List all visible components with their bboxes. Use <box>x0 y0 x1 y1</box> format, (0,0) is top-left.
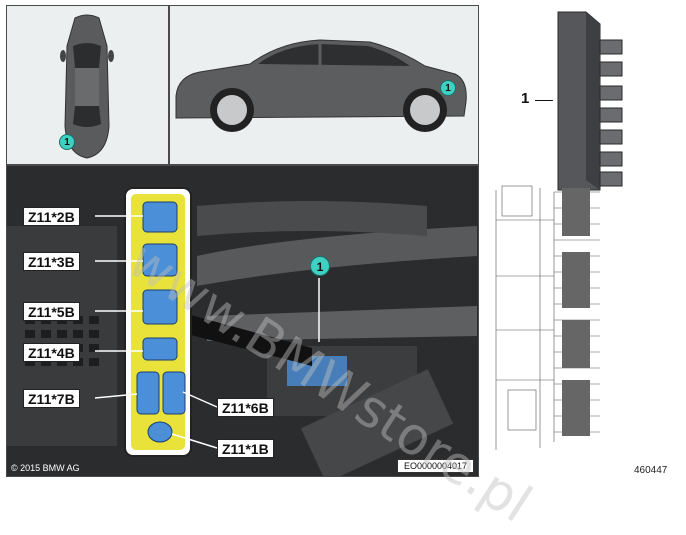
callout-badge-top-view: 1 <box>59 134 75 150</box>
connector-label-z11-6b: Z11*6B <box>217 398 274 417</box>
car-top-view-illustration <box>60 14 114 159</box>
reference-number: 460447 <box>634 465 668 476</box>
part-leader-line <box>535 100 553 101</box>
control-unit-illustration <box>557 11 623 191</box>
wiring-schematic <box>495 185 600 450</box>
callout-badge-engine-bay: 1 <box>310 256 330 276</box>
connector-label-z11-2b: Z11*2B <box>23 207 80 226</box>
connector-label-z11-1b: Z11*1B <box>217 439 274 458</box>
part-number-label: 1 <box>521 90 530 107</box>
connector-label-z11-4b: Z11*4B <box>23 343 80 362</box>
engine-bay-panel: Z11*2B Z11*3B Z11*5B Z11*4B Z11*7B Z11*6… <box>6 165 479 477</box>
engine-bay-illustration <box>7 166 478 476</box>
connector-label-z11-3b: Z11*3B <box>23 252 80 271</box>
connector-label-z11-7b: Z11*7B <box>23 389 80 408</box>
car-top-view-panel: 1 <box>6 5 169 165</box>
copyright-text: © 2015 BMW AG <box>11 463 80 473</box>
image-code-box: EO0000004017 <box>396 459 474 473</box>
car-side-view-panel: 1 <box>169 5 479 165</box>
callout-badge-side-view: 1 <box>440 80 456 96</box>
car-side-view-illustration <box>175 39 467 132</box>
connector-label-z11-5b: Z11*5B <box>23 302 80 321</box>
